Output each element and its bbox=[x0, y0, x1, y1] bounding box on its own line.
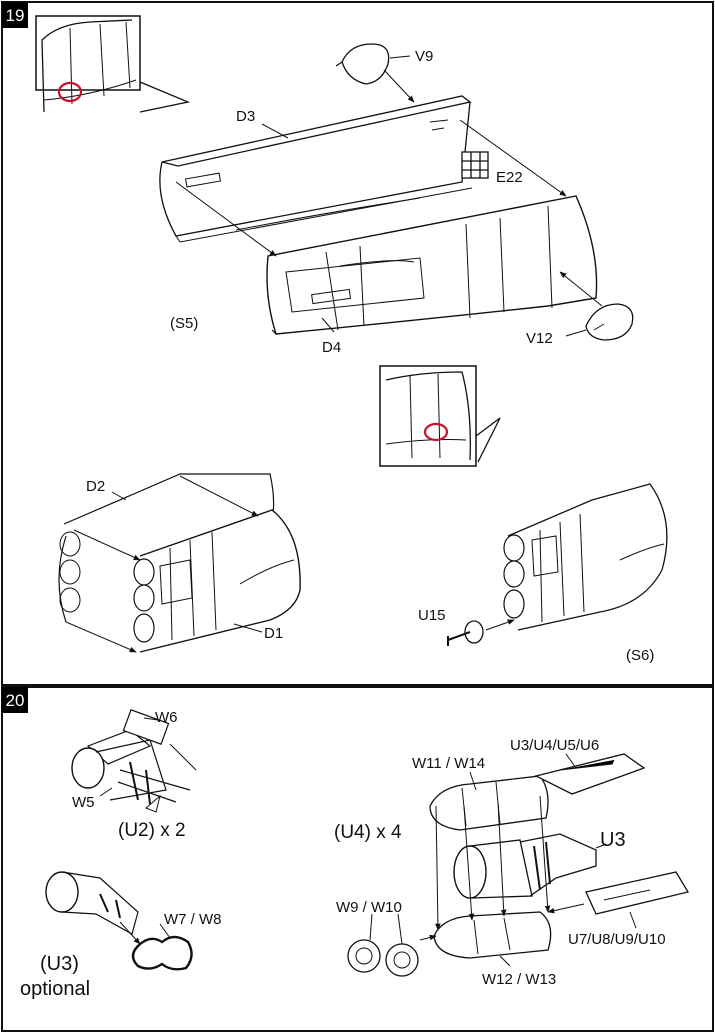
assembly-arrow bbox=[459, 119, 567, 197]
part-nacelle-assembly bbox=[347, 753, 690, 977]
callout-u4x4: (U4) x 4 bbox=[334, 822, 402, 843]
part-u3-engine bbox=[45, 871, 193, 971]
step-20-panel: 20 W6 W5 (U2) x 2 W7 / W8 (U3) optiona bbox=[1, 686, 714, 1032]
callout-u3u4u5u6: U3/U4/U5/U6 bbox=[510, 737, 599, 754]
callout-w11w14: W11 / W14 bbox=[412, 755, 485, 772]
callout-s6: (S6) bbox=[626, 647, 654, 664]
callout-w7w8: W7 / W8 bbox=[164, 911, 222, 928]
callout-d1: D1 bbox=[264, 625, 283, 642]
part-u2-engine bbox=[71, 709, 197, 813]
part-w11-w14 bbox=[429, 775, 549, 831]
highlight-circle bbox=[423, 422, 449, 442]
step-19-panel: 19 V9 D3 bbox=[1, 1, 714, 686]
part-v9 bbox=[335, 43, 415, 103]
callout-w5: W5 bbox=[72, 794, 95, 811]
callout-d2: D2 bbox=[86, 478, 105, 495]
callout-d4: D4 bbox=[322, 339, 341, 356]
callout-v9: V9 bbox=[415, 48, 433, 65]
part-w12-w13 bbox=[433, 911, 552, 959]
detail-inset-top bbox=[35, 15, 191, 113]
callout-w6: W6 bbox=[155, 709, 178, 726]
part-d4 bbox=[266, 195, 598, 335]
part-v12 bbox=[559, 271, 634, 341]
callout-u15: U15 bbox=[418, 607, 446, 624]
step-20-frame bbox=[1, 686, 714, 1032]
step-20-number: 20 bbox=[6, 691, 25, 710]
part-d3 bbox=[159, 95, 473, 243]
callout-d3: D3 bbox=[236, 108, 255, 125]
callout-u3: (U3) bbox=[40, 953, 79, 975]
part-w10 bbox=[385, 943, 419, 977]
part-u3-u6 bbox=[534, 753, 646, 795]
callout-u7u10: U7/U8/U9/U10 bbox=[568, 931, 666, 948]
part-s6-assembly bbox=[447, 483, 668, 646]
part-w7-w8 bbox=[131, 935, 193, 971]
part-e22 bbox=[461, 151, 489, 179]
callout-s5: (S5) bbox=[170, 315, 198, 332]
step-19-badge bbox=[2, 2, 28, 28]
step-19-frame bbox=[1, 1, 714, 686]
part-d1-d2 bbox=[58, 473, 301, 653]
detail-inset-middle bbox=[379, 365, 501, 467]
callout-u3-right: U3 bbox=[600, 829, 626, 851]
part-w9 bbox=[347, 939, 381, 973]
callout-v12: V12 bbox=[526, 330, 553, 347]
step-20-badge bbox=[2, 687, 28, 713]
callout-u2x2: (U2) x 2 bbox=[118, 820, 186, 841]
part-u15 bbox=[464, 620, 484, 644]
assembly-arrow bbox=[175, 181, 277, 257]
callout-e22: E22 bbox=[496, 169, 523, 186]
step-19-number: 19 bbox=[6, 6, 25, 25]
highlight-circle bbox=[57, 81, 83, 103]
callout-w12w13: W12 / W13 bbox=[482, 971, 556, 988]
callout-w9w10: W9 / W10 bbox=[336, 899, 402, 916]
callout-optional: optional bbox=[20, 978, 90, 1000]
